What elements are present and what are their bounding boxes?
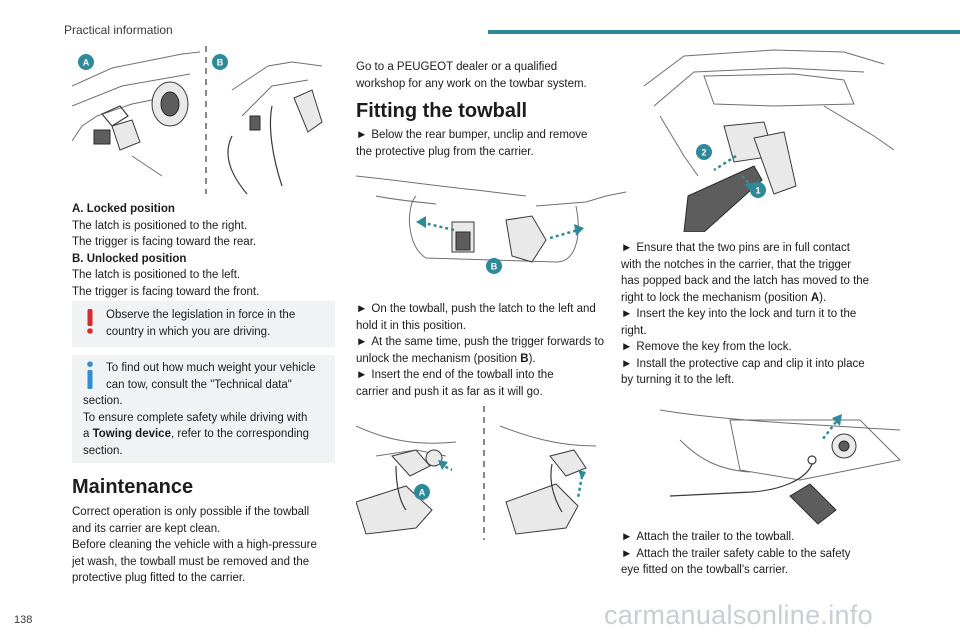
locking-steps: ►Ensure that the two pins are in full co… (621, 242, 870, 386)
warning-notice: Observe the legislation in force in the … (72, 301, 335, 347)
figure-badge-a: A (419, 488, 426, 498)
lock-key-illustration: 2 1 (644, 49, 894, 232)
page-number: 138 (14, 614, 33, 626)
towing-device-term: Towing device (92, 428, 171, 440)
section-title: Practical information (64, 23, 173, 37)
info-line1: To find out how much weight your vehicle (106, 362, 316, 374)
dealer-note: Go to a PEUGEOT dealer or a qualified wo… (356, 61, 587, 90)
info-line2: can tow, consult the "Technical data" (106, 378, 292, 391)
caption-a-title: A. Locked position (72, 203, 175, 215)
figure-badge-1: 1 (755, 186, 760, 196)
trailer-steps: ►Attach the trailer to the towball. ►Att… (621, 531, 851, 576)
figure-badge-b: B (217, 58, 224, 68)
info-line3: section. (83, 395, 123, 407)
header-accent-bar (488, 30, 960, 34)
fitting-heading: Fitting the towball (356, 100, 528, 122)
caption-b-title: B. Unlocked position (72, 252, 187, 265)
maintenance-text: Correct operation is only possible if th… (72, 506, 317, 584)
watermark-text: carmanualsonline.info (604, 600, 873, 630)
info-notice: To find out how much weight your vehicle… (72, 355, 335, 463)
fitting-step-1: ►Below the rear bumper, unclip and remov… (356, 129, 588, 158)
caption-a-line1: The latch is positioned to the right. (72, 219, 248, 232)
warning-line2: country in which you are driving. (106, 325, 271, 338)
info-line5: a Towing device, refer to the correspond… (83, 428, 310, 440)
exclamation-icon (87, 309, 93, 334)
maintenance-heading: Maintenance (72, 476, 194, 498)
fitting-steps-2-4: ►On the towball, push the latch to the l… (356, 303, 605, 398)
insert-towball-illustration: A (356, 406, 597, 540)
figure-badge-2: 2 (701, 148, 706, 158)
info-icon (87, 361, 93, 389)
warning-line1: Observe the legislation in force in the (106, 309, 296, 321)
caption-b-line1: The latch is positioned to the left. (72, 269, 241, 281)
figure-badge-b: B (491, 262, 498, 272)
caption-b-line2: The trigger is facing toward the front. (72, 285, 260, 298)
info-line4: To ensure complete safety while driving … (83, 411, 308, 424)
info-line6: section. (83, 444, 123, 457)
safety-cable-illustration (660, 409, 902, 525)
figure-badge-a: A (83, 58, 90, 68)
towball-positions-illustration: A B (72, 46, 323, 195)
caption-a-line2: The trigger is facing toward the rear. (72, 236, 257, 248)
unlock-towball-illustration: B (356, 175, 626, 274)
positions-caption: A. Locked position The latch is position… (72, 201, 342, 300)
